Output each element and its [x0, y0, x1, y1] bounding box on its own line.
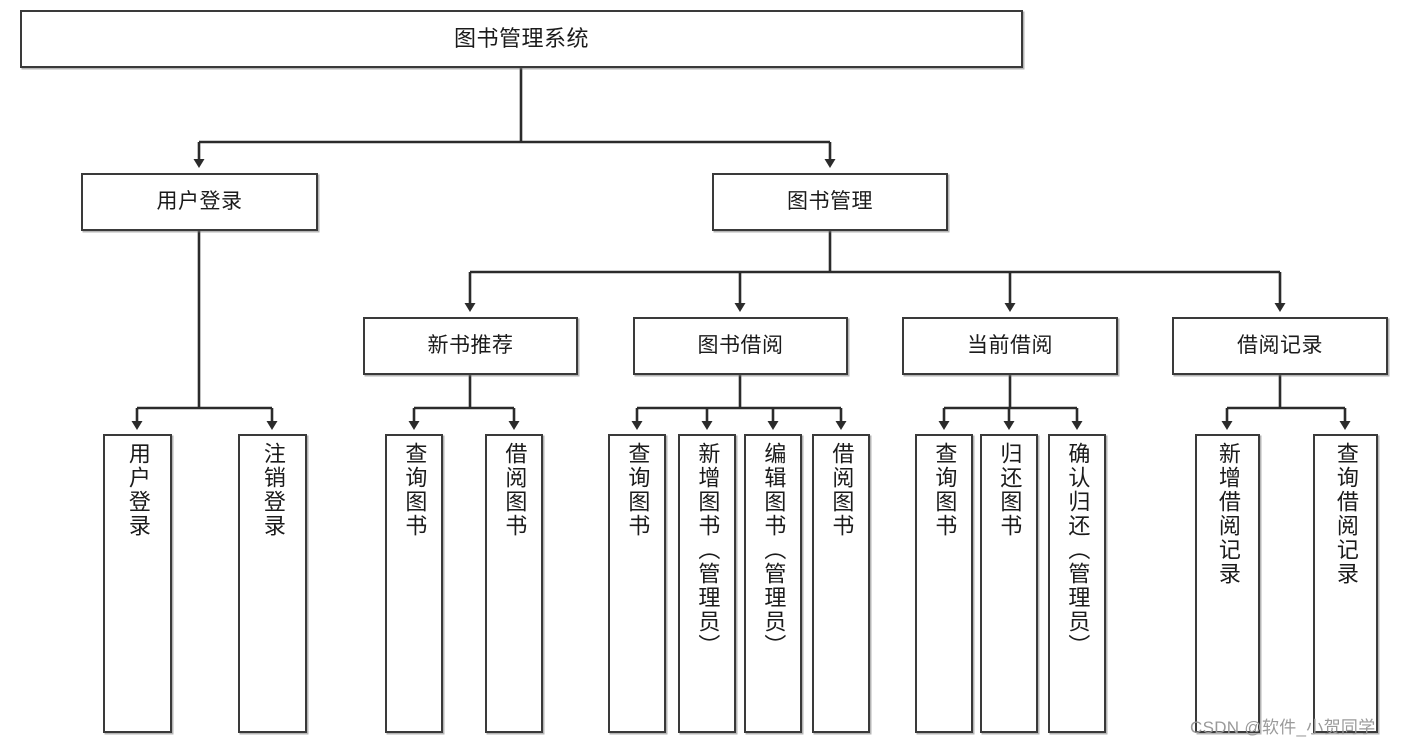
node-label: 借阅图书: [829, 442, 855, 538]
leaf-borrow-book-new-rec[interactable]: 借阅图书: [485, 434, 543, 733]
node-label: 查询借阅记录: [1333, 442, 1359, 586]
node-label: 编辑图书（管理员）: [761, 442, 787, 658]
node-label: 用户登录: [156, 189, 243, 213]
node-label: 新增借阅记录: [1215, 442, 1241, 586]
leaf-query-borrow-record[interactable]: 查询借阅记录: [1313, 434, 1378, 733]
node-label: 图书借阅: [697, 333, 784, 357]
leaf-user-logout[interactable]: 注销登录: [238, 434, 307, 733]
node-label: 图书管理: [787, 189, 873, 213]
node-label: 借阅记录: [1237, 333, 1323, 357]
node-book-management-system[interactable]: 图书管理系统: [20, 10, 1023, 68]
leaf-confirm-return-admin[interactable]: 确认归还（管理员）: [1048, 434, 1106, 733]
node-label: 新书推荐: [427, 333, 514, 357]
node-borrow-record[interactable]: 借阅记录: [1172, 317, 1388, 375]
node-label: 查询图书: [932, 442, 958, 538]
node-label: 图书管理系统: [453, 26, 589, 52]
node-user-login[interactable]: 用户登录: [81, 173, 318, 231]
leaf-query-book-borrow[interactable]: 查询图书: [608, 434, 666, 733]
node-label: 借阅图书: [502, 442, 528, 538]
leaf-query-book-current[interactable]: 查询图书: [915, 434, 973, 733]
leaf-borrow-book[interactable]: 借阅图书: [812, 434, 870, 733]
node-current-borrow[interactable]: 当前借阅: [902, 317, 1118, 375]
node-label: 注销登录: [260, 442, 286, 538]
leaf-query-book-new-rec[interactable]: 查询图书: [385, 434, 443, 733]
watermark: CSDN @软件_小贺同学: [1190, 718, 1376, 737]
leaf-return-book[interactable]: 归还图书: [980, 434, 1038, 733]
node-label: 当前借阅: [967, 333, 1053, 357]
node-label: 查询图书: [402, 442, 428, 538]
node-new-book-recommendation[interactable]: 新书推荐: [363, 317, 578, 375]
node-label: 查询图书: [625, 442, 651, 538]
leaf-edit-book-admin[interactable]: 编辑图书（管理员）: [744, 434, 802, 733]
leaf-user-login[interactable]: 用户登录: [103, 434, 172, 733]
leaf-add-borrow-record[interactable]: 新增借阅记录: [1195, 434, 1260, 733]
node-book-manage[interactable]: 图书管理: [712, 173, 948, 231]
node-label: 确认归还（管理员）: [1065, 442, 1091, 658]
leaf-add-book-admin[interactable]: 新增图书（管理员）: [678, 434, 736, 733]
node-label: 用户登录: [125, 442, 151, 538]
node-label: 归还图书: [997, 442, 1023, 538]
node-book-borrow[interactable]: 图书借阅: [633, 317, 848, 375]
node-label: 新增图书（管理员）: [695, 442, 721, 658]
